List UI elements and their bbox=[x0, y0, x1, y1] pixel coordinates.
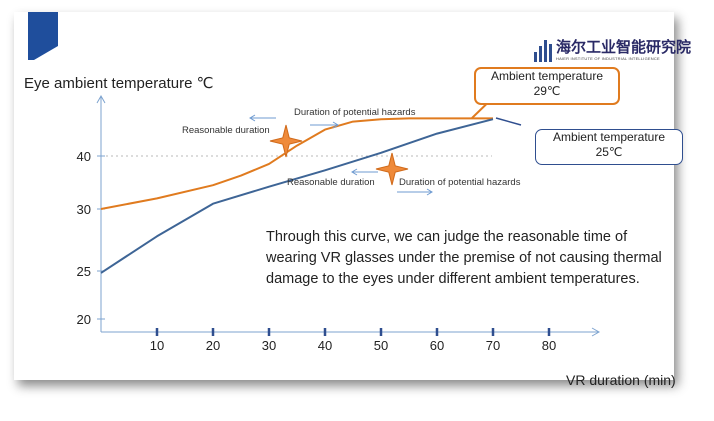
x-tick-label-10: 10 bbox=[150, 338, 164, 353]
y-tick-label-25: 25 bbox=[77, 264, 91, 279]
ticks: 10 20 30 40 50 60 70 80 20 25 30 40 bbox=[77, 149, 557, 353]
callout-25c-pointer bbox=[495, 117, 522, 126]
x-tick-label-20: 20 bbox=[206, 338, 220, 353]
x-tick-label-60: 60 bbox=[430, 338, 444, 353]
y-tick-label-40: 40 bbox=[77, 149, 91, 164]
logo-en-text: HAIER INSTITUTE OF INDUSTRIAL INTELLIGEN… bbox=[556, 56, 660, 61]
series-line-25c bbox=[100, 118, 494, 274]
annotation-hazards-2: Duration of potential hazards bbox=[399, 177, 521, 188]
annotation-reasonable-2: Reasonable duration bbox=[287, 177, 375, 188]
x-tick-label-30: 30 bbox=[262, 338, 276, 353]
logo: 海尔工业智能研究院 HAIER INSTITUTE OF INDUSTRIAL … bbox=[534, 40, 691, 62]
arrow-reasonable-2-icon-head bbox=[351, 168, 358, 176]
callout-25c: Ambient temperature 25℃ bbox=[535, 129, 683, 165]
y-axis-arrow-icon bbox=[96, 94, 106, 104]
x-axis-arrow-icon bbox=[591, 327, 601, 337]
arrow-hazards-2-icon-head bbox=[426, 188, 433, 196]
axes bbox=[96, 94, 601, 337]
arrow-hazards-1-icon-head bbox=[332, 121, 339, 129]
slide: 10 20 30 40 50 60 70 80 20 25 30 40 海尔工业智能研究院 HAIER… bbox=[14, 12, 691, 388]
star-marker-25c-icon bbox=[375, 152, 409, 186]
x-tick-label-70: 70 bbox=[486, 338, 500, 353]
x-tick-label-40: 40 bbox=[318, 338, 332, 353]
chart-note: Through this curve, we can judge the rea… bbox=[266, 229, 662, 287]
logo-cn-text: 海尔工业智能研究院 bbox=[556, 39, 692, 56]
markers bbox=[249, 114, 433, 196]
callout-25c-line2: 25℃ bbox=[595, 145, 623, 159]
callout-29c-line1: Ambient temperature bbox=[490, 69, 604, 83]
x-axis-label: VR duration (min) bbox=[566, 372, 676, 388]
x-tick-label-50: 50 bbox=[374, 338, 388, 353]
callout-29c-line2: 29℃ bbox=[533, 84, 561, 98]
callout-25c-line1: Ambient temperature bbox=[552, 130, 666, 144]
arrow-reasonable-1-icon-head bbox=[249, 114, 256, 122]
chart-svg: 10 20 30 40 50 60 70 80 20 25 30 40 bbox=[28, 12, 601, 353]
y-tick-label-30: 30 bbox=[77, 202, 91, 217]
logo-mark-icon bbox=[534, 40, 552, 62]
star-marker-29c-icon bbox=[269, 124, 303, 158]
annotation-hazards-1: Duration of potential hazards bbox=[294, 107, 416, 118]
y-axis-label: Eye ambient temperature ℃ bbox=[24, 75, 214, 92]
corner-accent bbox=[28, 12, 58, 60]
series-line-29c bbox=[100, 117, 493, 210]
annotation-reasonable-1: Reasonable duration bbox=[182, 125, 270, 136]
y-tick-label-20: 20 bbox=[77, 312, 91, 327]
x-tick-label-80: 80 bbox=[542, 338, 556, 353]
callout-29c: Ambient temperature 29℃ bbox=[474, 67, 620, 105]
